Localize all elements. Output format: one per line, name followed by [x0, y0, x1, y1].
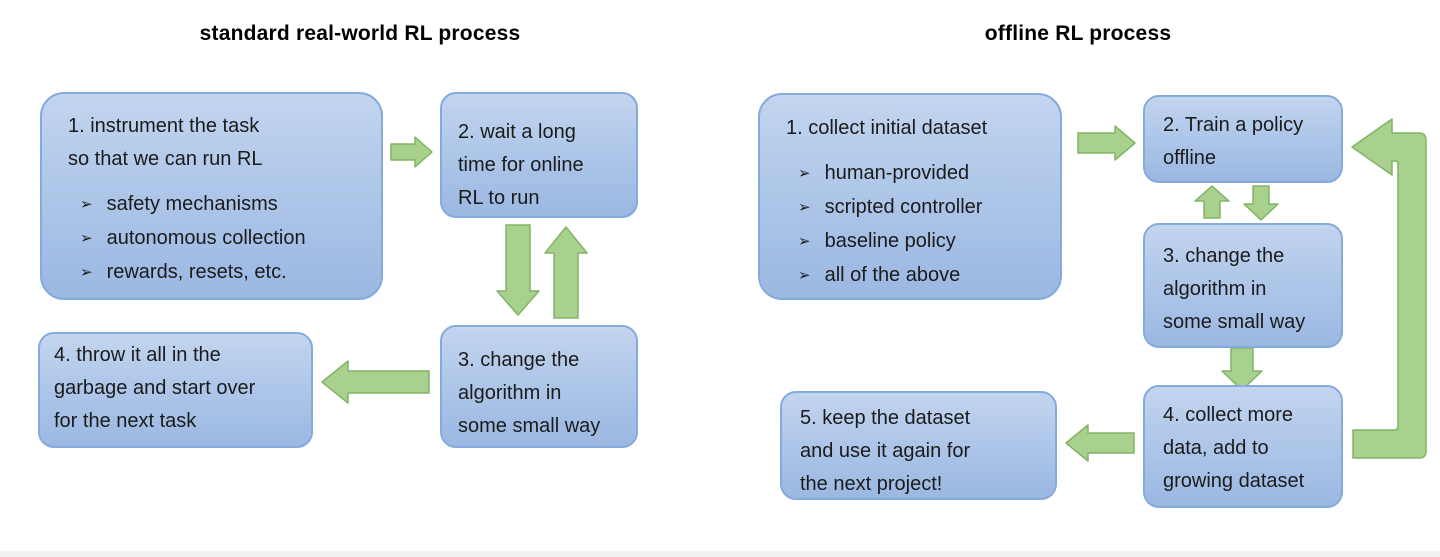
bullet-item: ➢ safety mechanisms	[80, 188, 367, 222]
arrow-left-off-4-to-5	[1065, 424, 1135, 462]
bullet-text: safety mechanisms	[106, 193, 278, 215]
bullet-text: human-provided	[824, 162, 970, 184]
bullet-text: rewards, resets, etc.	[106, 261, 287, 283]
arrowhead-bullet-icon: ➢	[80, 264, 93, 281]
box-off-2-train-policy: 2. Train a policy offline	[1143, 95, 1343, 183]
left-column-title: standard real-world RL process	[199, 22, 521, 45]
bullet-item: ➢ all of the above	[798, 259, 1048, 293]
box-std-3-change-algorithm: 3. change the algorithm in some small wa…	[440, 325, 638, 448]
box-std-1-instrument-task: 1. instrument the task so that we can ru…	[40, 92, 383, 300]
bullet-item: ➢ baseline policy	[798, 225, 1048, 259]
box-off-4-text: 4. collect more data, add to growing dat…	[1163, 404, 1305, 492]
box-off-3-text: 3. change the algorithm in some small wa…	[1163, 245, 1306, 333]
box-std-2-text: 2. wait a long time for online RL to run	[458, 121, 584, 209]
bullet-text: autonomous collection	[106, 227, 306, 249]
arrow-down-off-3-to-4	[1221, 347, 1263, 391]
box-off-5-keep-dataset: 5. keep the dataset and use it again for…	[780, 391, 1057, 500]
box-off-2-text: 2. Train a policy offline	[1163, 114, 1304, 169]
bullet-item: ➢ rewards, resets, etc.	[80, 256, 367, 290]
box-std-4-text: 4. throw it all in the garbage and start…	[54, 344, 256, 432]
box-std-1-text: 1. instrument the task so that we can ru…	[68, 115, 263, 170]
bullet-text: scripted controller	[824, 196, 983, 218]
arrow-left-std-3-to-4	[321, 360, 430, 404]
arrow-down-off-2-to-3	[1243, 185, 1279, 221]
box-off-3-change-algorithm: 3. change the algorithm in some small wa…	[1143, 223, 1343, 348]
arrow-bent-off-4-to-2	[1351, 118, 1427, 459]
arrow-up-off-3-to-2	[1194, 185, 1230, 219]
arrowhead-bullet-icon: ➢	[798, 267, 811, 284]
box-std-1-bullet-list: ➢ safety mechanisms ➢ autonomous collectio…	[68, 188, 367, 290]
box-off-1-bullet-list: ➢ human-provided ➢ scripted controller ➢ ba…	[786, 157, 1048, 293]
arrowhead-bullet-icon: ➢	[80, 230, 93, 247]
arrowhead-bullet-icon: ➢	[798, 199, 811, 216]
bottom-strip	[0, 551, 1440, 557]
bullet-text: baseline policy	[824, 230, 956, 252]
arrow-down-std-2-to-3	[496, 224, 540, 316]
box-off-4-collect-more-data: 4. collect more data, add to growing dat…	[1143, 385, 1343, 508]
arrowhead-bullet-icon: ➢	[80, 196, 93, 213]
bullet-item: ➢ autonomous collection	[80, 222, 367, 256]
arrowhead-bullet-icon: ➢	[798, 233, 811, 250]
box-std-3-text: 3. change the algorithm in some small wa…	[458, 349, 601, 437]
arrowhead-bullet-icon: ➢	[798, 165, 811, 182]
box-off-5-text: 5. keep the dataset and use it again for…	[800, 407, 971, 495]
box-std-4-throw-it-away: 4. throw it all in the garbage and start…	[38, 332, 313, 448]
bullet-item: ➢ scripted controller	[798, 191, 1048, 225]
arrow-right-off-1-to-2	[1077, 125, 1136, 161]
box-std-2-wait-online-rl: 2. wait a long time for online RL to run	[440, 92, 638, 218]
bullet-item: ➢ human-provided	[798, 157, 1048, 191]
bullet-text: all of the above	[824, 264, 961, 286]
right-column-title: offline RL process	[984, 22, 1172, 45]
box-off-1-text: 1. collect initial dataset	[786, 117, 988, 139]
arrow-up-std-3-to-2	[544, 226, 588, 319]
arrow-right-std-1-to-2	[390, 136, 433, 168]
box-off-1-collect-dataset: 1. collect initial dataset ➢ human-provid…	[758, 93, 1062, 300]
